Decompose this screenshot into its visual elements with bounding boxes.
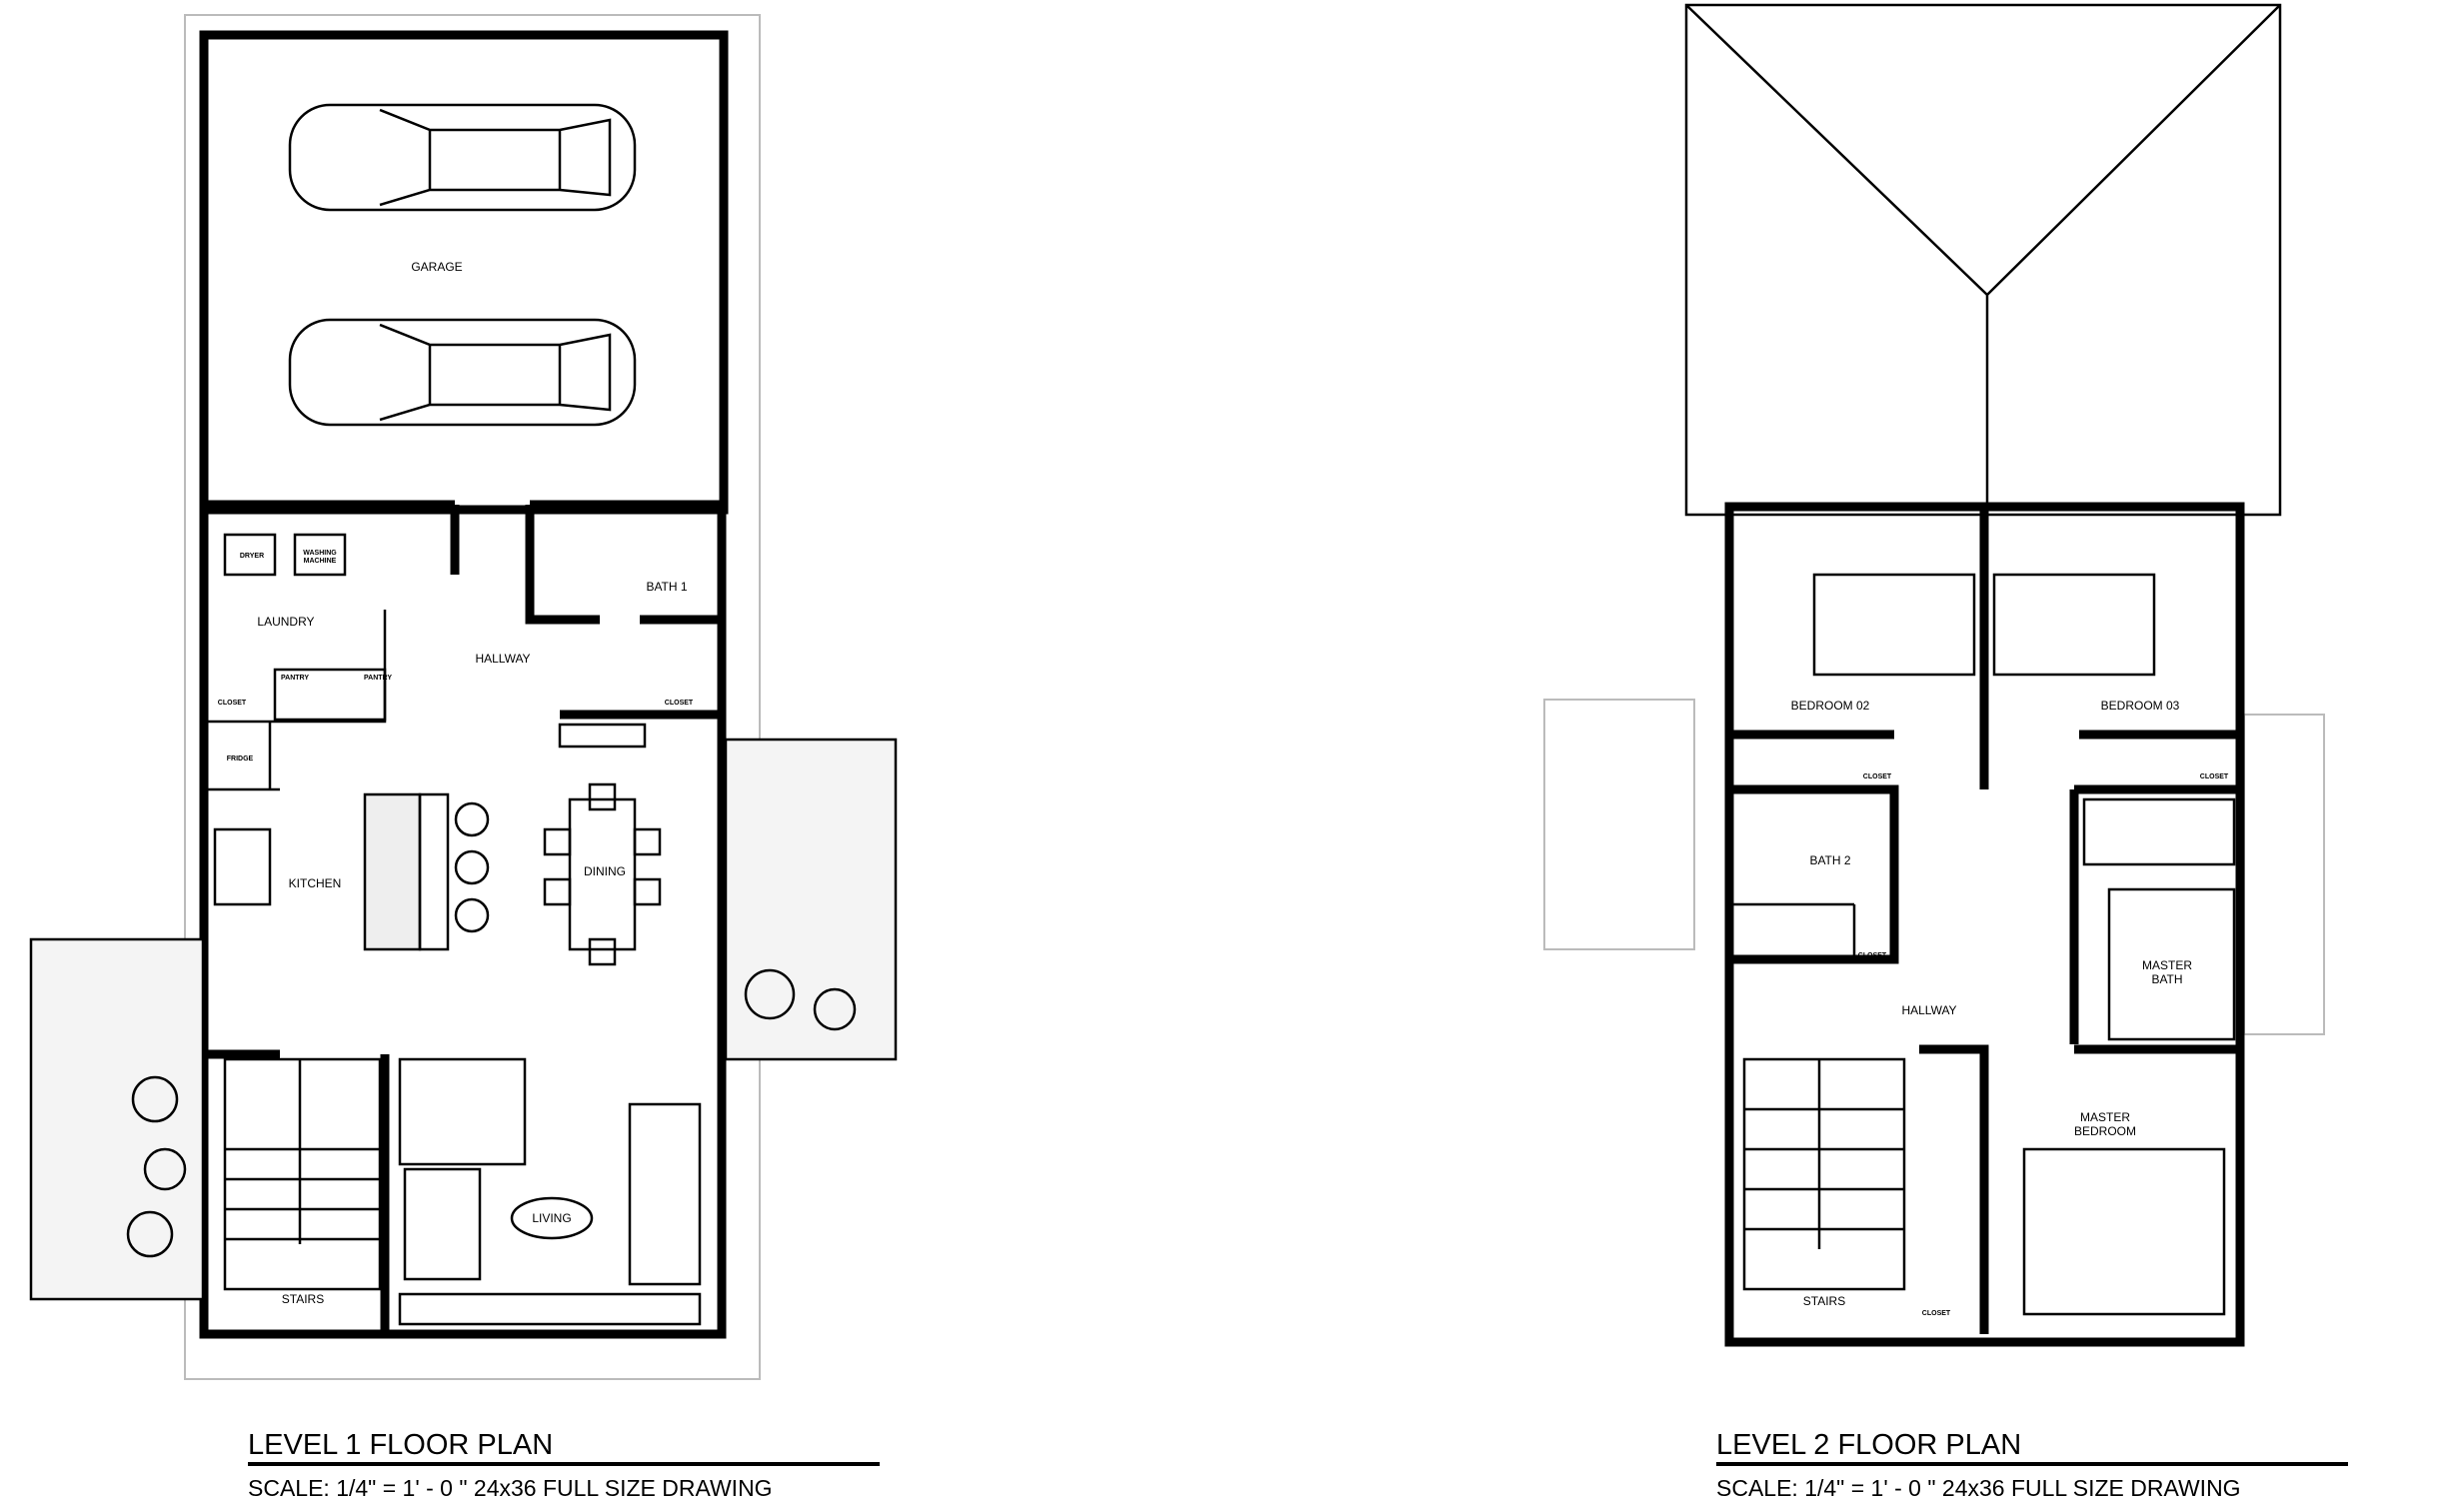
- label-dining: DINING: [584, 864, 626, 878]
- label-master-bath-2: BATH: [2151, 972, 2182, 986]
- car-icon: [288, 318, 637, 427]
- label-hallway: HALLWAY: [475, 652, 530, 666]
- label-master-bedroom-2: BEDROOM: [2074, 1124, 2136, 1138]
- label-bedroom02: BEDROOM 02: [1791, 699, 1870, 713]
- label-closet: CLOSET: [2200, 773, 2229, 780]
- level1-scale: SCALE: 1/4" = 1' - 0 " 24x36 FULL SIZE D…: [248, 1475, 773, 1501]
- label-bedroom03: BEDROOM 03: [2101, 699, 2180, 713]
- label-living: LIVING: [532, 1211, 571, 1225]
- garage-walls: [199, 30, 729, 515]
- level1-title: LEVEL 1 FLOOR PLAN: [248, 1429, 554, 1461]
- label-dryer: DRYER: [240, 553, 264, 560]
- label-fridge: FRIDGE: [227, 756, 254, 762]
- level2-plan: [1543, 3, 2325, 1347]
- label-master-bedroom-1: MASTER: [2080, 1110, 2130, 1124]
- label-closet: CLOSET: [218, 700, 247, 707]
- label-pantry: PANTRY: [364, 675, 392, 682]
- label-kitchen: KITCHEN: [289, 876, 342, 890]
- label-hallway: HALLWAY: [1901, 1003, 1956, 1017]
- level1-room-labels: GARAGE DRYER WASHING MACHINE LAUNDRY HAL…: [218, 260, 694, 1306]
- label-stairs: STAIRS: [1803, 1294, 1845, 1308]
- label-closet: CLOSET: [1858, 952, 1887, 959]
- level2-title: LEVEL 2 FLOOR PLAN: [1716, 1429, 2022, 1461]
- label-bath1: BATH 1: [646, 580, 687, 594]
- level2-room-labels: BEDROOM 02 BEDROOM 03 CLOSET CLOSET BATH…: [1791, 699, 2229, 1317]
- label-washer-1: WASHING: [303, 550, 337, 557]
- label-master-bath-1: MASTER: [2142, 958, 2192, 972]
- level1-title-underline: [248, 1462, 880, 1466]
- label-washer-2: MACHINE: [304, 558, 337, 565]
- level1-plan: [29, 14, 898, 1380]
- level2-title-underline: [1716, 1462, 2348, 1466]
- label-laundry: LAUNDRY: [257, 615, 314, 629]
- label-stairs: STAIRS: [282, 1292, 324, 1306]
- label-closet: CLOSET: [665, 700, 694, 707]
- label-closet: CLOSET: [1922, 1310, 1951, 1317]
- car-icon: [288, 103, 637, 212]
- level2-scale: SCALE: 1/4" = 1' - 0 " 24x36 FULL SIZE D…: [1716, 1475, 2241, 1501]
- label-garage: GARAGE: [411, 260, 462, 274]
- left-patio: [29, 937, 205, 1301]
- label-pantry: PANTRY: [281, 675, 309, 682]
- label-closet: CLOSET: [1863, 773, 1892, 780]
- roof-outline: [1684, 3, 2282, 517]
- label-bath2: BATH 2: [1809, 853, 1850, 867]
- right-patio: [724, 738, 898, 1061]
- level1-exterior-walls: [199, 505, 727, 1339]
